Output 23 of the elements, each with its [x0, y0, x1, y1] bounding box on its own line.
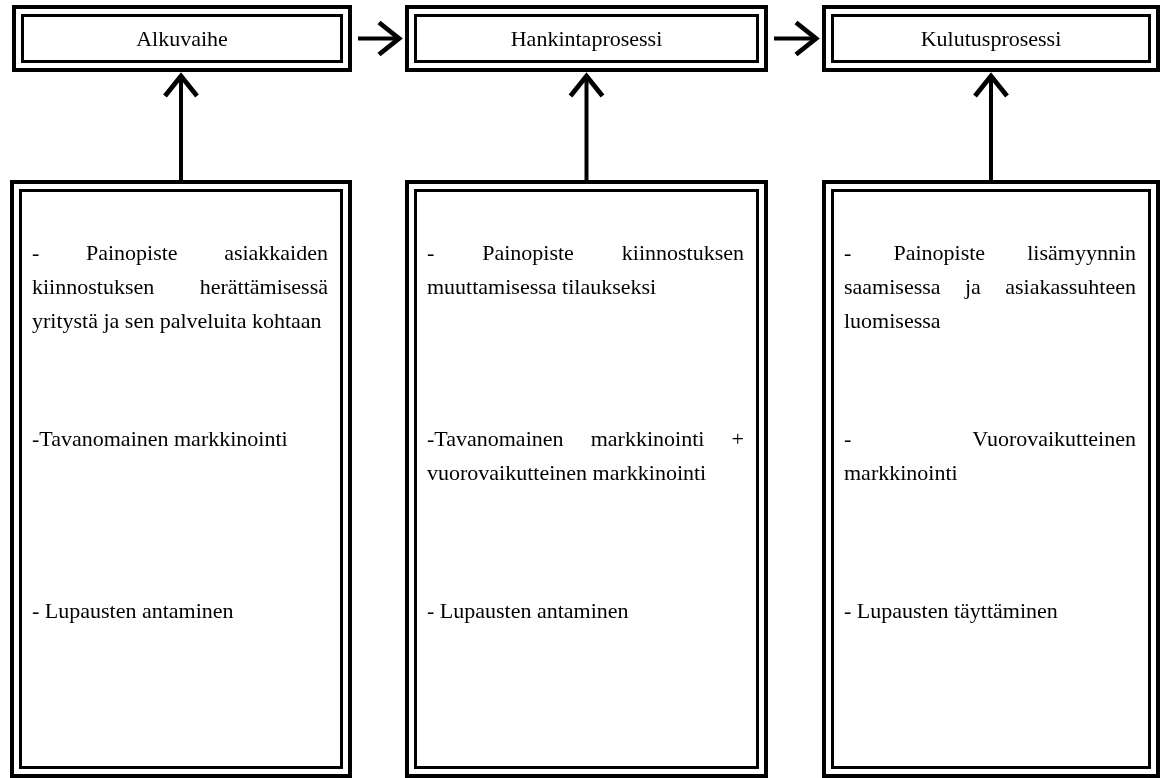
- description-text: - Painopiste kiinnostuksen muuttamisessa tilaukseksi: [427, 239, 744, 301]
- arrow: [774, 20, 819, 57]
- stage-box: [405, 5, 768, 72]
- arrow: [358, 20, 402, 57]
- description-box: [405, 180, 768, 778]
- description-text: - Painopiste lisämyynnin saamisessa ja asiakassuhteen luomisessa: [844, 239, 1136, 335]
- description-text: -Tavanomainen markkinointi: [32, 425, 289, 453]
- stage-title: Alkuvaihe: [136, 25, 228, 53]
- description-text: - Lupausten antaminen: [427, 597, 630, 625]
- stage-box: [12, 5, 352, 72]
- description-text: - Painopiste asiakkaiden kiinnostuksen herättämisessä yritystä ja sen palveluita kohtaan: [32, 239, 328, 335]
- description-text: - Vuorovaikutteinen markkinointi: [844, 425, 1136, 487]
- description-text: -Tavanomainen markkinointi + vuorovaikutteinen markkinointi: [427, 425, 744, 487]
- description-text: - Lupausten täyttäminen: [844, 597, 1059, 625]
- stage-title: Kulutusprosessi: [920, 25, 1062, 53]
- description-box: [822, 180, 1160, 778]
- description-text: - Lupausten antaminen: [32, 597, 235, 625]
- arrow: [972, 73, 1010, 180]
- description-box: [10, 180, 352, 778]
- arrow: [162, 73, 200, 180]
- stage-title: Hankintaprosessi: [510, 25, 663, 53]
- arrow: [568, 73, 605, 180]
- stage-box: [822, 5, 1160, 72]
